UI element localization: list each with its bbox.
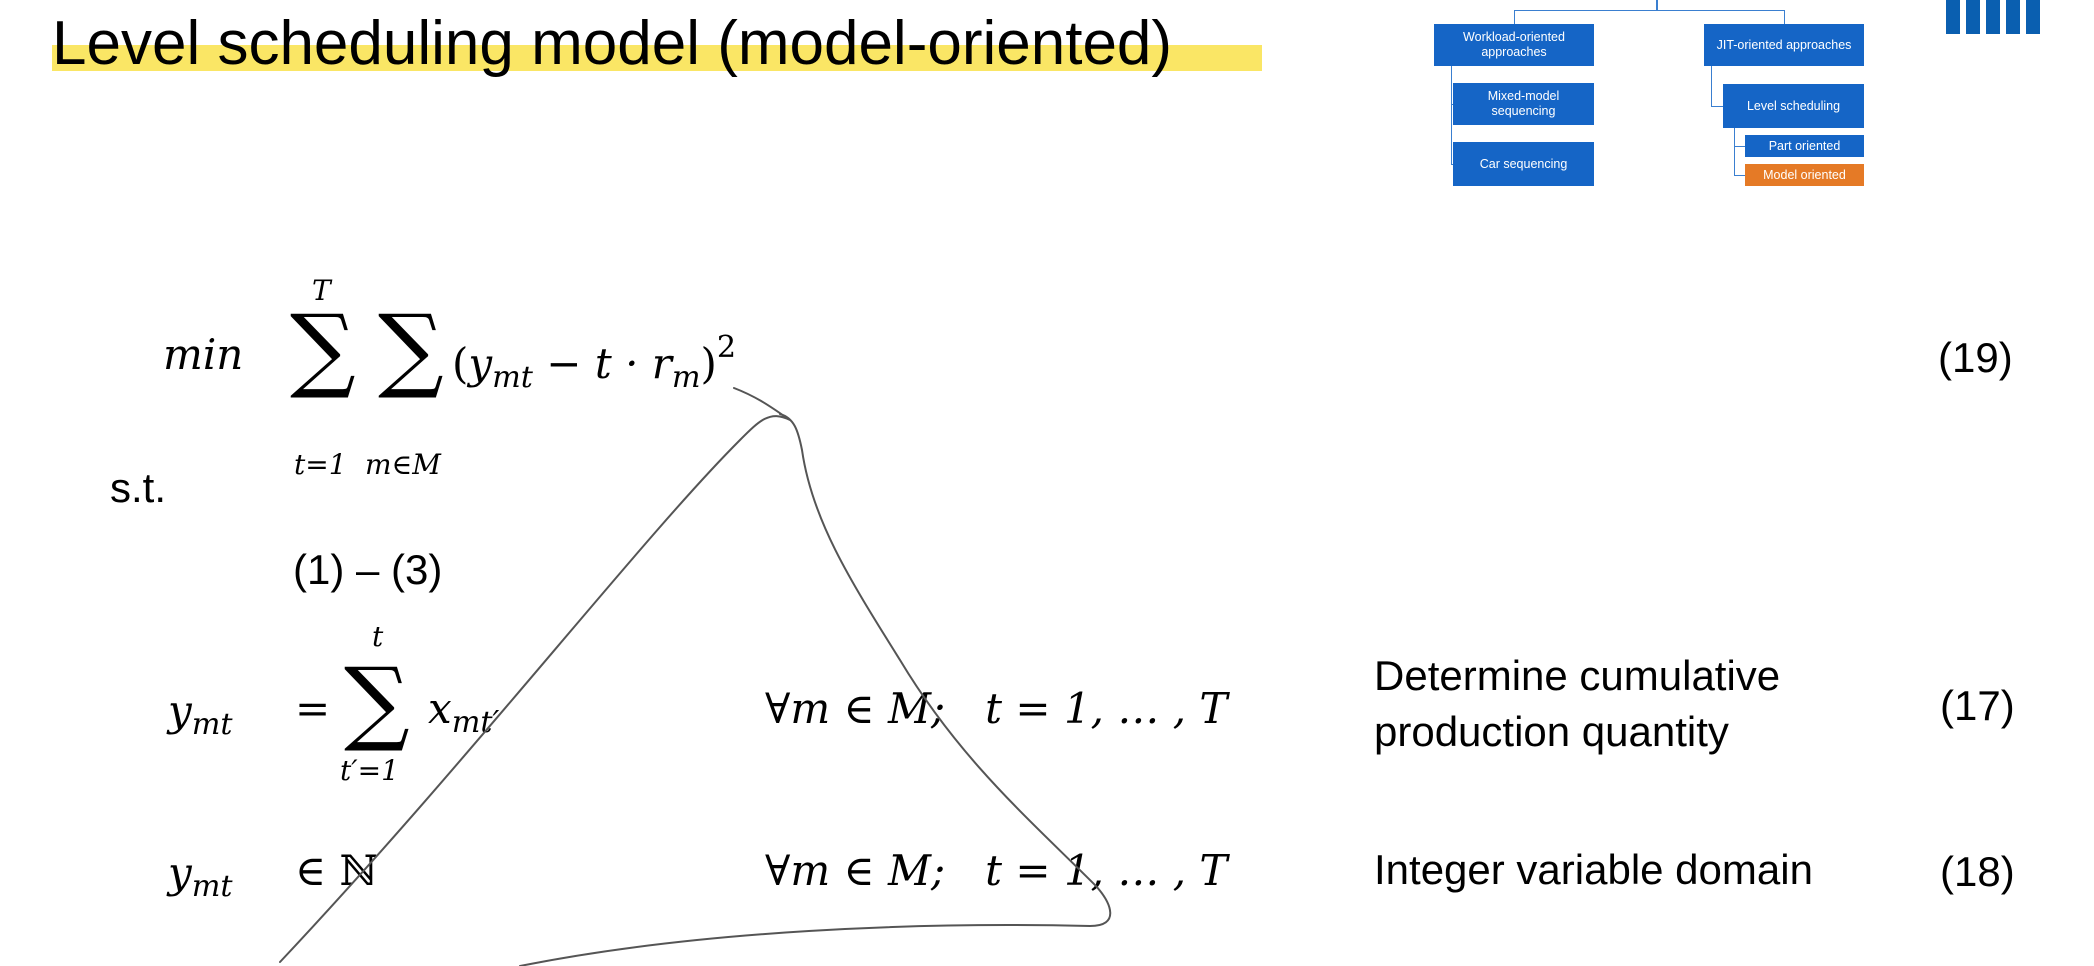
connector-top-horizontal xyxy=(1514,10,1784,11)
c17-description: Determine cumulative production quantity xyxy=(1374,652,1781,755)
logo-bar-4 xyxy=(2006,0,2020,34)
objective-min: min xyxy=(163,330,244,379)
connector-model-h xyxy=(1734,175,1746,176)
c17-sum-lower: t′=1 xyxy=(340,754,399,787)
connector-part-h xyxy=(1734,146,1746,147)
equation-number-19: (19) xyxy=(1938,334,2013,381)
box-model-oriented: Model oriented xyxy=(1745,164,1864,186)
objective-term: (ymt − t · rm)2 xyxy=(452,330,737,396)
box-level-scheduling: Level scheduling xyxy=(1723,84,1864,128)
objective-sum1-symbol: ∑ xyxy=(290,295,356,402)
objective-sum-upper: T xyxy=(312,274,331,307)
c17-forall: ∀m ∈ M; t = 1, … , T xyxy=(765,684,1228,733)
logo-bar-3 xyxy=(1986,0,2000,34)
subject-to-label: s.t. xyxy=(110,464,167,511)
logo-bar-2 xyxy=(1966,0,1980,34)
box-car-sequencing: Car sequencing xyxy=(1453,142,1594,186)
c17-lhs: ymt xyxy=(168,686,233,743)
box-part-oriented: Part oriented xyxy=(1745,135,1864,157)
connector-jit-vertical xyxy=(1711,66,1712,106)
connector-top-stub xyxy=(1656,0,1658,10)
c18-lhs: ymt xyxy=(168,848,233,905)
objective-sum2-lower: m∈M xyxy=(365,448,441,481)
connector-workload-drop xyxy=(1514,10,1515,24)
c18-description: Integer variable domain xyxy=(1374,846,1813,893)
equation-number-17: (17) xyxy=(1940,682,2015,729)
connector-level-h xyxy=(1711,106,1725,107)
connector-jit-drop xyxy=(1784,10,1785,24)
connector-level-vertical xyxy=(1734,128,1735,175)
c17-sum-upper: t xyxy=(372,620,384,653)
box-jit-oriented: JIT-oriented approaches xyxy=(1704,24,1864,66)
title-highlight xyxy=(52,45,1262,71)
c17-equals: = xyxy=(295,684,331,733)
box-mixed-model-sequencing: Mixed-model sequencing xyxy=(1453,83,1594,125)
objective-sum1-lower: t=1 xyxy=(294,448,347,481)
page-title: Level scheduling model (model-oriented) xyxy=(52,9,1173,78)
objective-sum2-symbol: ∑ xyxy=(378,295,444,402)
reference-constraints: (1) – (3) xyxy=(293,546,443,593)
c17-term: xmt′ xyxy=(428,684,500,741)
equation-number-18: (18) xyxy=(1940,848,2015,895)
box-workload-oriented: Workload-oriented approaches xyxy=(1434,24,1594,66)
c17-sum-symbol: ∑ xyxy=(344,648,410,755)
connector-workload-vertical xyxy=(1451,66,1452,164)
logo-bar-5 xyxy=(2026,0,2040,34)
logo-bar-1 xyxy=(1946,0,1960,34)
